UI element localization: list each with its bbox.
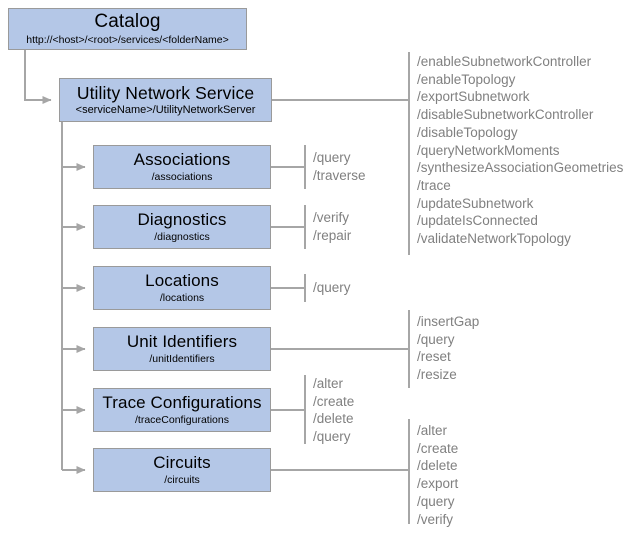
operation-item: /insertGap [417,314,480,329]
oplist-locations: /query [313,279,351,297]
oplist-associations: /query/traverse [313,149,366,184]
operation-item: /enableTopology [417,71,516,87]
node-unit-identifiers-title: Unit Identifiers [126,332,238,351]
node-trace-configurations[interactable]: Trace Configurations /traceConfiguration… [93,388,271,432]
node-circuits-path: /circuits [164,474,200,486]
node-associations-title: Associations [133,150,231,169]
node-utility-network-service-title: Utility Network Service [76,83,255,103]
operation-item: /create [313,393,355,409]
operation-item: /reset [417,349,451,365]
operation-item: /repair [313,227,352,243]
oplist-unit-identifiers: /insertGap/query/reset/resize [417,313,479,384]
operation-item: /query [313,280,351,295]
operation-item: /delete [313,411,354,427]
operation-item: /verify [417,511,454,527]
oplist-trace-configurations: /alter/create/delete/query [313,375,354,446]
node-diagnostics[interactable]: Diagnostics /diagnostics [93,205,271,249]
operation-item: /verify [313,210,350,225]
node-unit-identifiers-path: /unitIdentifiers [149,353,215,365]
operation-item: /alter [417,423,448,438]
oplist-diagnostics: /verify/repair [313,209,351,244]
operation-item: /query [313,150,351,165]
node-locations[interactable]: Locations /locations [93,266,271,310]
node-associations-path: /associations [151,171,213,183]
operation-item: /updateIsConnected [417,213,538,229]
node-utility-network-service-path: <serviceName>/UtilityNetworkServer [75,104,256,116]
operation-item: /query [313,429,351,445]
node-trace-configurations-path: /traceConfigurations [135,414,229,426]
node-circuits-title: Circuits [153,453,211,472]
node-circuits[interactable]: Circuits /circuits [93,448,271,492]
node-utility-network-service[interactable]: Utility Network Service <serviceName>/Ut… [59,78,272,122]
operation-item: /disableTopology [417,124,518,140]
operation-item: /queryNetworkMoments [417,142,560,158]
node-catalog-title: Catalog [94,11,161,32]
operation-item: /synthesizeAssociationGeometries [417,160,624,176]
node-catalog-path: http://<host>/<root>/services/<folderNam… [26,34,229,46]
operation-item: /alter [313,376,344,391]
operation-item: /create [417,440,459,456]
oplist-circuits: /alter/create/delete/export/query/verify [417,422,458,528]
node-unit-identifiers[interactable]: Unit Identifiers /unitIdentifiers [93,327,271,371]
node-associations[interactable]: Associations /associations [93,145,271,189]
operation-item: /updateSubnetwork [417,195,534,211]
node-trace-configurations-title: Trace Configurations [102,393,262,412]
node-catalog[interactable]: Catalog http://<host>/<root>/services/<f… [8,8,247,50]
operation-item: /export [417,476,459,492]
operation-item: /validateNetworkTopology [417,231,571,247]
wire-catalog-to-service [24,50,52,104]
operation-item: /disableSubnetworkController [417,107,594,123]
node-diagnostics-title: Diagnostics [137,210,227,229]
operation-item: /resize [417,367,457,383]
operation-item: /query [417,493,455,509]
operation-item: /trace [417,177,451,193]
operation-item: /delete [417,458,458,474]
oplist-service: /enableSubnetworkController/enableTopolo… [417,53,623,248]
operation-item: /enableSubnetworkController [417,54,592,69]
operation-item: /exportSubnetwork [417,89,530,105]
node-diagnostics-path: /diagnostics [154,231,210,243]
node-locations-path: /locations [159,292,205,304]
node-locations-title: Locations [145,271,219,290]
operation-item: /query [417,331,455,347]
operation-item: /traverse [313,167,366,183]
